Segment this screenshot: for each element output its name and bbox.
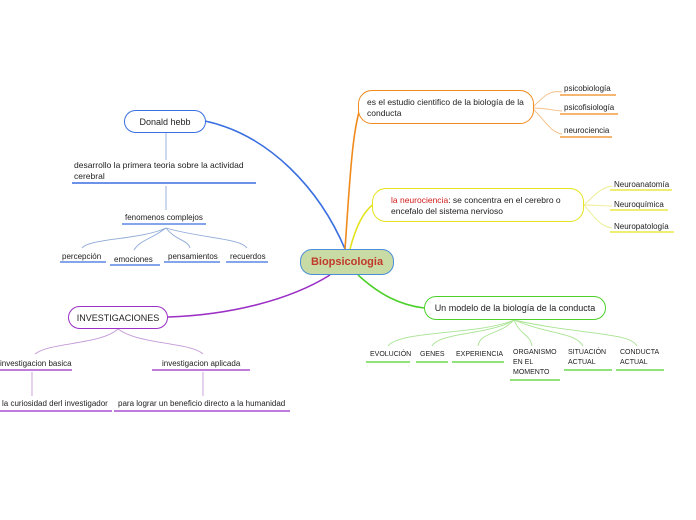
neuro-item-neuroquimica: Neuroquímica [614,200,664,209]
modelo-node[interactable]: Un modelo de la biología de la conducta [424,296,606,320]
estudio-item-neurociencia: neurociencia [564,126,610,135]
investigacion-aplicada: investigacion aplicada [162,359,241,368]
modelo-item-evolucion: EVOLUCIÓN [370,351,412,358]
neuro-item-neuropatologia: Neuropatología [614,222,669,231]
donald-hebb-label: Donald hebb [139,116,191,127]
modelo-label: Un modelo de la biología de la conducta [434,303,596,313]
donald-desc: desarrollo la primera teoria sobre la ac… [74,160,244,181]
neurociencia-label: la neurociencia: se concentra en el cere… [391,195,575,217]
central-topic[interactable]: Biopsicologia [300,249,394,275]
link-donald [204,120,346,250]
modelo-item-situacion: SITUACIÓN ACTUAL [568,349,607,366]
investigaciones-label: INVESTIGACIONES [76,312,160,323]
neurociencia-highlight: la neurociencia [391,195,449,205]
donald-hebb-node[interactable]: Donald hebb [124,110,206,133]
modelo-item-genes: GENES [420,351,445,358]
investigacion-basica: investigacion basica [0,359,72,368]
estudio-item-psicofisiologia: psicofisiología [564,103,615,112]
estudio-item-psicobiologia: psicobiología [564,84,611,93]
donald-sub: fenomenos complejos [125,213,203,222]
neurociencia-rest: : se concentra en el cerebro o encefalo … [391,195,561,216]
modelo-item-experiencia: EXPERIENCIA [456,351,504,358]
donald-item-percepcion: percepción [62,252,102,261]
donald-item-emociones: emociones [114,255,153,264]
investigacion-aplicada-detail: para lograr un beneficio directo a la hu… [118,399,286,408]
donald-item-pensamientos: pensamientos [168,252,218,261]
modelo-item-organismo: ORGANISMO EN EL MOMENTO [513,349,557,376]
investigacion-basica-detail: la curiosidad derl investigador [2,399,108,408]
donald-item-recuerdos: recuerdos [230,252,266,261]
link-neuro [349,202,376,250]
link-modelo [357,274,425,309]
investigaciones-node[interactable]: INVESTIGACIONES [68,306,168,329]
neurociencia-node[interactable]: la neurociencia: se concentra en el cere… [372,188,584,222]
neuro-item-neuroanatomia: Neuroanatomía [614,180,670,189]
modelo-item-conducta: CONDUCTA ACTUAL [620,349,659,366]
estudio-node[interactable]: es el estudio cientifico de la biología … [358,90,534,124]
estudio-label: es el estudio cientifico de la biología … [367,97,524,118]
link-investigaciones [167,274,331,318]
